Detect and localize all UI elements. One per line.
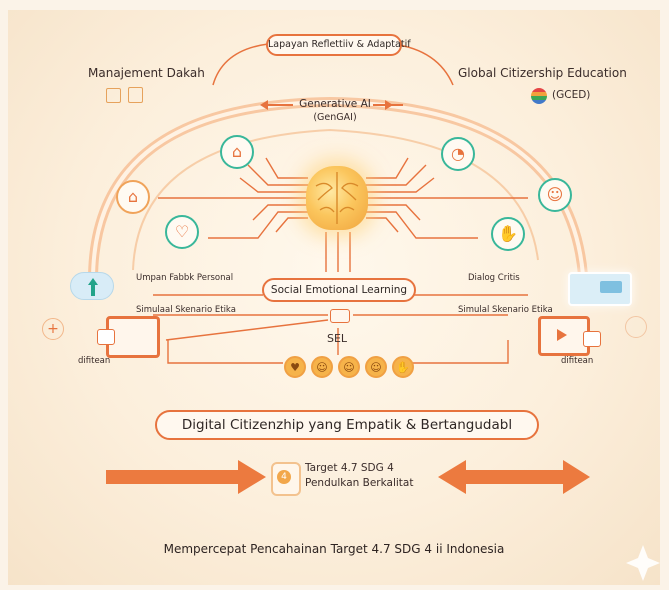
dialog-label: Dialog Critis: [468, 273, 520, 283]
hands-icon: ✋: [491, 217, 525, 251]
left-heading: Manajement Dakah: [88, 66, 205, 80]
monitor-icon: [97, 316, 160, 358]
genai-subtitle: (GenGAI): [313, 112, 357, 123]
sdg4-badge-icon: 4: [271, 462, 301, 496]
digital-citizenship-pill: Digital Citizenzhip yang Empatik & Berta…: [155, 410, 539, 440]
footer-text: Mempercepat Pencahainan Target 4.7 SDG 4…: [163, 542, 505, 556]
plus-circle-icon: +: [42, 318, 64, 340]
brain-icon: [306, 166, 368, 230]
collaboration-icon: ☺: [538, 178, 572, 212]
right-heading: Global Citizership Education: [458, 66, 627, 80]
right-simulasi-label: Simulal Skenario Etika: [458, 305, 553, 315]
classroom-icon: ⌂: [220, 135, 254, 169]
cloud-upload-icon: [70, 272, 114, 300]
feedback-loop-pill: Lapayan Reflettiiv & Adaptatif: [266, 34, 411, 56]
gced-label: (GCED): [552, 89, 591, 101]
school-icon: ⌂: [116, 180, 150, 214]
globe-icon: [531, 88, 547, 104]
sdg4-badge-number: 4: [277, 470, 291, 484]
frame-icon: [128, 87, 143, 103]
play-circle-icon: [625, 316, 647, 338]
target-line-1: Target 4.7 SDG 4: [305, 462, 394, 474]
heart-icon: ♡: [165, 215, 199, 249]
video-monitor-icon: [538, 316, 601, 356]
grin-face-icon: ☺: [338, 356, 360, 378]
sel-pill: Social Emotional Learning: [262, 278, 416, 302]
genai-title: Generative AI: [299, 98, 371, 110]
bar-chart-icon: ◔: [441, 137, 475, 171]
calm-face-icon: ☺: [365, 356, 387, 378]
tablet-screen-icon: [568, 272, 632, 306]
left-simulasi-label: Simulaal Skenario Etika: [136, 305, 236, 315]
smile-face-icon: ☺: [311, 356, 333, 378]
left-difitean-label: difitean: [78, 356, 111, 366]
hand-face-icon: ✋: [392, 356, 414, 378]
sel-label: SEL: [327, 332, 348, 345]
building-icon: [106, 88, 121, 103]
umpan-label: Umpan Fabbk Personal: [136, 273, 234, 283]
link-icon: [330, 309, 350, 323]
infographic: Lapayan Reflettiiv & Adaptatif Manajemen…: [8, 10, 660, 585]
target-line-2: Pendulkan Berkalitat: [305, 477, 414, 489]
right-difitean-label: difitean: [561, 356, 594, 366]
brain-folds: [315, 172, 359, 224]
heart-face-icon: ♥: [284, 356, 306, 378]
